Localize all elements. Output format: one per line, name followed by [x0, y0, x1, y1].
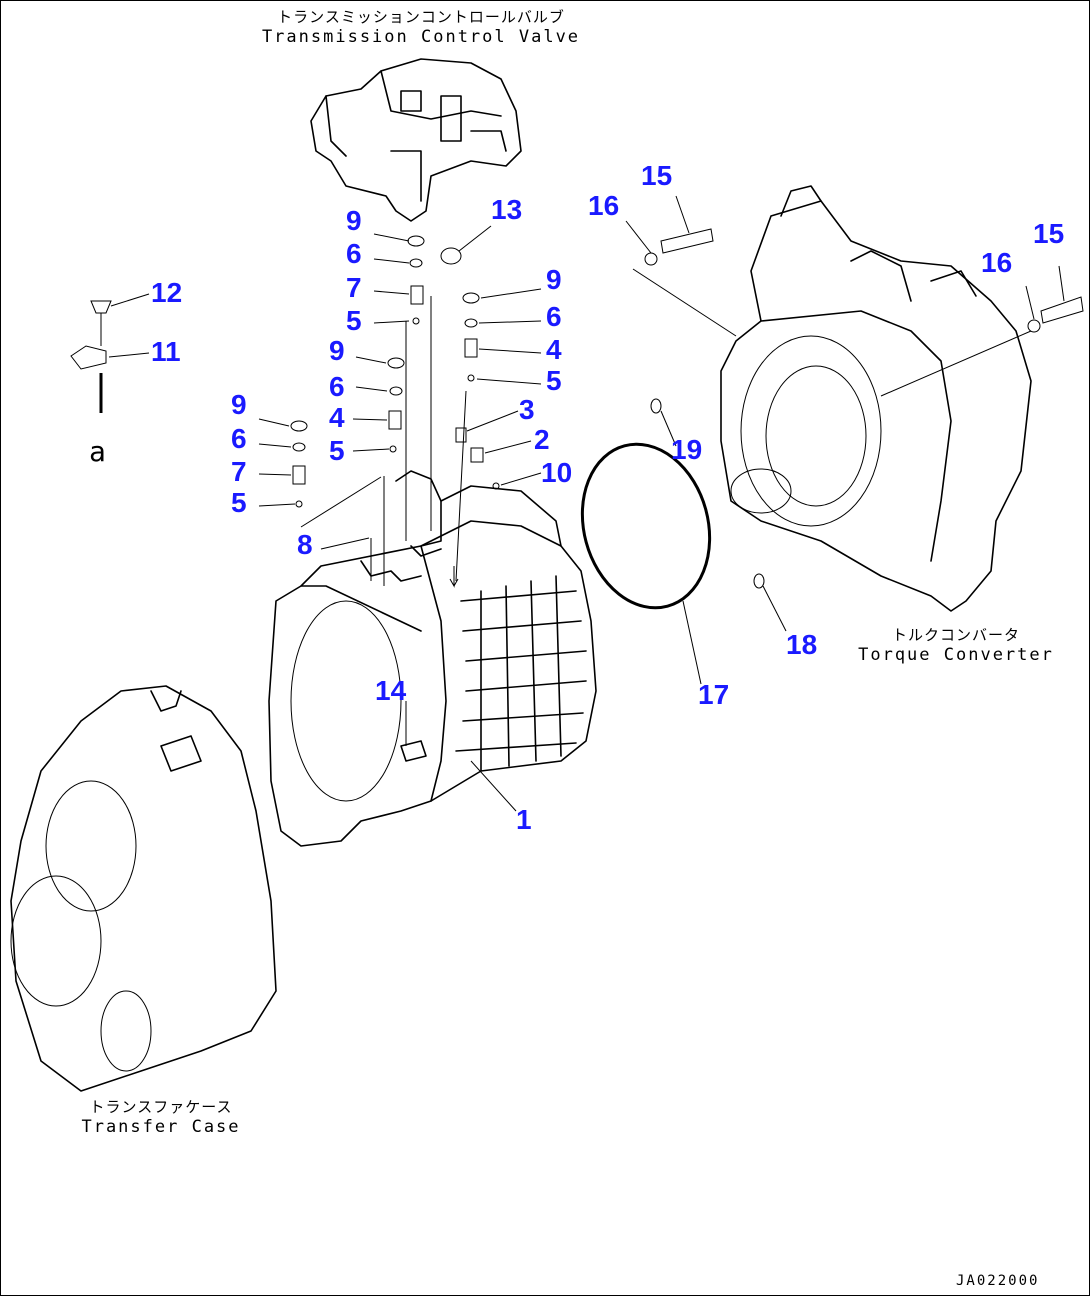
callout-2: 2	[534, 424, 550, 455]
callout-19: 19	[671, 434, 703, 465]
callout-14: 14	[375, 675, 407, 706]
o-ring-17-shape	[580, 442, 712, 610]
callout-13: 13	[491, 194, 523, 225]
callout-7-valve-top: 7	[346, 272, 362, 303]
callout-9-right: 9	[546, 264, 562, 295]
callout-9-left: 9	[231, 389, 247, 420]
callout-12: 12	[151, 277, 183, 308]
caption-transfer-case: トランスファケース Transfer Case	[76, 1097, 246, 1137]
small-parts	[70, 228, 1084, 589]
callout-1: 1	[516, 804, 532, 835]
control-valve-outline	[310, 58, 522, 222]
callout-6-valve-top: 6	[346, 238, 362, 269]
transmission-case-outline	[268, 470, 597, 847]
torque-converter-outline	[720, 185, 1032, 612]
caption-control-valve-en: Transmission Control Valve	[261, 27, 581, 47]
callout-6-right: 6	[546, 301, 562, 332]
callout-3: 3	[519, 394, 535, 425]
callout-9-valve-top: 9	[346, 205, 362, 236]
callout-16-left: 16	[588, 190, 620, 221]
callout-16-right: 16	[981, 247, 1013, 278]
callout-4-middle: 4	[329, 402, 345, 433]
caption-transfer-case-jp: トランスファケース	[89, 1098, 233, 1116]
callout-5-valve-top: 5	[346, 305, 362, 336]
callout-17: 17	[698, 679, 730, 710]
callout-4-right: 4	[546, 334, 562, 365]
callout-6-left: 6	[231, 423, 247, 454]
callout-18: 18	[786, 629, 818, 660]
reference-mark-a: a	[89, 435, 108, 468]
callout-7-left: 7	[231, 456, 247, 487]
callout-5-middle: 5	[329, 435, 345, 466]
drawing-code: JA022000	[956, 1273, 1040, 1289]
callout-11: 11	[151, 336, 181, 367]
caption-transfer-case-en: Transfer Case	[81, 1117, 241, 1137]
caption-control-valve: トランスミッションコントロールバルブ Transmission Control …	[256, 7, 586, 47]
callout-5-left: 5	[231, 487, 247, 518]
callout-15-left: 15	[641, 160, 673, 191]
transfer-case-outline	[10, 685, 277, 1092]
callout-8: 8	[297, 529, 313, 560]
leader-lines	[108, 195, 1065, 812]
callout-15-right: 15	[1033, 218, 1065, 249]
callout-5-right: 5	[546, 365, 562, 396]
callout-9-middle: 9	[329, 335, 345, 366]
caption-torque-converter-jp: トルクコンバータ	[891, 626, 1020, 644]
callout-6-middle: 6	[329, 371, 345, 402]
caption-torque-converter-en: Torque Converter	[858, 645, 1054, 665]
caption-torque-converter: トルクコンバータ Torque Converter	[856, 625, 1056, 665]
caption-control-valve-jp: トランスミッションコントロールバルブ	[277, 8, 565, 26]
callout-10: 10	[541, 457, 573, 488]
